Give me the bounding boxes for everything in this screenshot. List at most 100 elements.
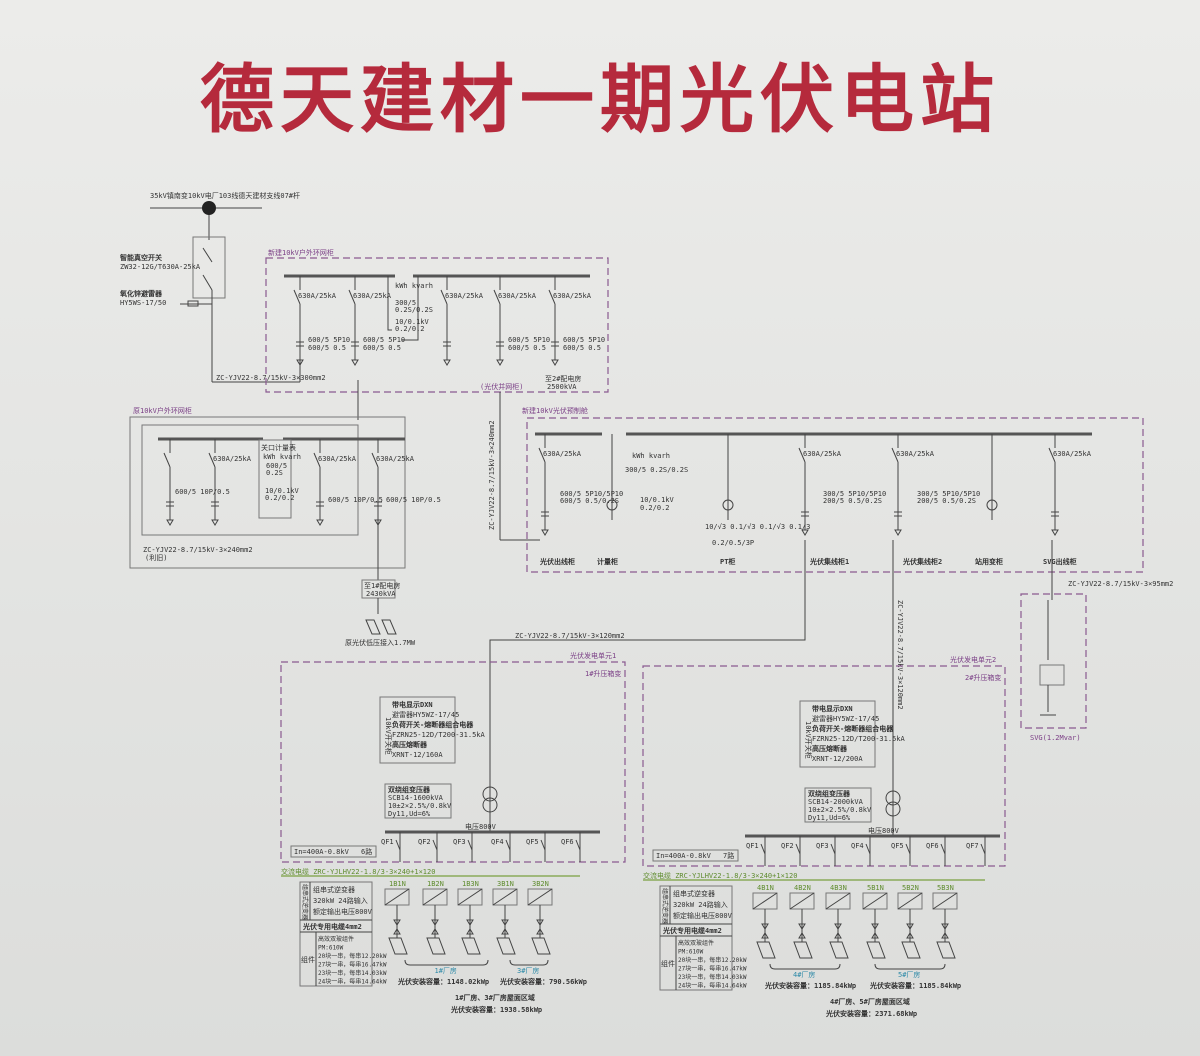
qf-label: QF5 [891,842,904,850]
cabinet-label: 计量柜 [597,557,618,566]
transformer-table [384,783,452,819]
summary-label: 4#厂房、5#厂房屋面区域 [830,997,910,1006]
switchgear-item: XRNT-12/200A [812,755,863,763]
pole-icon [202,201,216,215]
inverter-icon [897,892,923,910]
breaker-rating-box [652,849,739,862]
cable-head-icon [296,359,304,366]
ct-icon [351,341,359,347]
qf-label: QF3 [453,838,466,846]
switchgear-item: 避雷器HY5WZ-17/45 [392,710,459,719]
transformer-icon [885,790,901,806]
inverter-icon [789,892,815,910]
ct-icon [316,501,324,507]
switch-icon [493,289,501,305]
old-rmu-cable: ZC-YJV22-8.7/15kV-3×240mm2 [143,546,253,554]
inverter-icon [752,892,778,910]
prefab-meter-pt: 10/0.1kV [640,496,675,504]
breaker-icon [940,843,946,855]
breaker-icon [795,843,801,855]
legend-module: 23块一串，每串14.03kW [318,969,387,977]
inverter-icon [932,892,958,910]
cable-head-icon [351,359,359,366]
metering-branch [387,276,419,341]
connector-icon [941,923,949,939]
inverter-label: 5B3N [937,884,954,892]
cable-head-icon [316,519,324,526]
transformer-icon [885,801,901,817]
new-rmu-title: 新建10kV户外环网柜 [268,248,334,257]
transformer-spec: SCB14-1600kVA [388,794,444,802]
svg-cable-label: ZC-YJV22-8.7/15kV-3×95mm2 [1068,580,1173,588]
breaker-icon [980,843,986,855]
switch-icon [348,289,356,305]
cable-head-icon [1051,529,1059,536]
to-room1-kva: 2430kVA [366,590,396,598]
rating-label: 630A/25kA [376,455,415,463]
ct-icon [166,501,174,507]
legend-module: 27块一串，每串16.47kW [678,965,747,973]
inverter-label: 5B2N [902,884,919,892]
qf-label: QF3 [816,842,829,850]
cable-head-icon [541,529,549,536]
qf-label: QF2 [781,842,794,850]
meter-ct-ratio: 300/5 [395,299,416,307]
source-label: 35kV镇南变10kV电厂103线德天建材支线07#杆 [150,191,300,200]
switch-group-label: 10kV开关柜 [804,721,813,759]
breaker-count: 7路 [723,851,734,860]
switch-icon [293,289,301,305]
inverter-label: 5B1N [867,884,884,892]
cable-head-icon [443,359,451,366]
breaker-rating: In=400A-0.8kV [656,852,712,860]
pv-panel-icon [829,941,849,959]
group-capacity: 光伏安装容量：790.56kWp [499,977,587,986]
connector-icon [393,919,401,935]
qf-label: QF1 [381,838,394,846]
ct-icon [551,341,559,347]
transformer-spec: 10±2×2.5%/0.8kV [808,806,872,814]
rating-label: 630A/25kA [445,292,484,300]
switch-icon [440,289,448,305]
ct-ratio-label: 600/5 10P/0.5 [328,496,383,504]
switch-icon [1048,447,1056,463]
qf-label: QF2 [418,838,431,846]
incoming-line: 35kV镇南变10kV电厂103线德天建材支线07#杆 智能真空开关 ZW32-… [119,191,326,383]
switch-icon [548,289,556,305]
qf-label: QF4 [491,838,504,846]
pv-panel-icon [461,937,481,955]
unit-title: 光伏发电单元1 [570,651,616,660]
breaker-icon [865,843,871,855]
arrester-name: 氧化锌避雷器 [119,289,163,298]
cabinet-label: PT柜 [720,557,735,566]
ac-cable-label: 交流电缆 ZRC-YJLHV22-1.8/3-3×240+1×120 [643,871,797,880]
col2-ct-class: 200/5 0.5/0.2S [917,497,976,505]
rating-label: 630A/25kA [353,292,392,300]
ct-class-label: 600/5 0.5 [363,344,401,352]
switchgear-item: 负荷开关-熔断器组合电器 [812,724,894,733]
switch-icon [538,447,546,463]
gate-meter-title: 关口计量表 [261,443,296,452]
out-ct-ratio: 600/5 5P10/5P10 [560,490,623,498]
rating-label: 630A/25kA [896,450,935,458]
legend-module: 20块一串，每串12.20kW [318,952,387,960]
cabinet-label: 站用变柜 [975,557,1003,566]
inverter-label: 1B1N [389,880,406,888]
legend-module: 24块一串，每串14.64kW [318,978,387,986]
cable-head-icon [801,529,809,536]
unit1-cable-label: ZC-YJV22-8.7/15kV-3×120mm2 [515,632,625,640]
switchgear-table [379,696,456,764]
legend-inverter-head: 组串式逆变器 [301,884,309,920]
pv-panel-icon [426,937,446,955]
group-name: 3#厂房 [517,966,539,975]
ct-class-label: 600/5 0.5 [508,344,546,352]
legend-inverter-head: 组串式逆变器 [661,888,669,924]
rating-label: 630A/25kA [498,292,537,300]
connector-icon [431,919,439,935]
breaker-icon [575,839,581,851]
transformer-icon [606,499,618,511]
group-capacity: 光伏安装容量：1148.02kWp [397,977,489,986]
transformer-spec: SCB14-2000kVA [808,798,864,806]
switch-model: ZW32-12G/T630A-25kA [120,263,201,271]
legend-module: 高效双玻组件 [678,939,714,947]
